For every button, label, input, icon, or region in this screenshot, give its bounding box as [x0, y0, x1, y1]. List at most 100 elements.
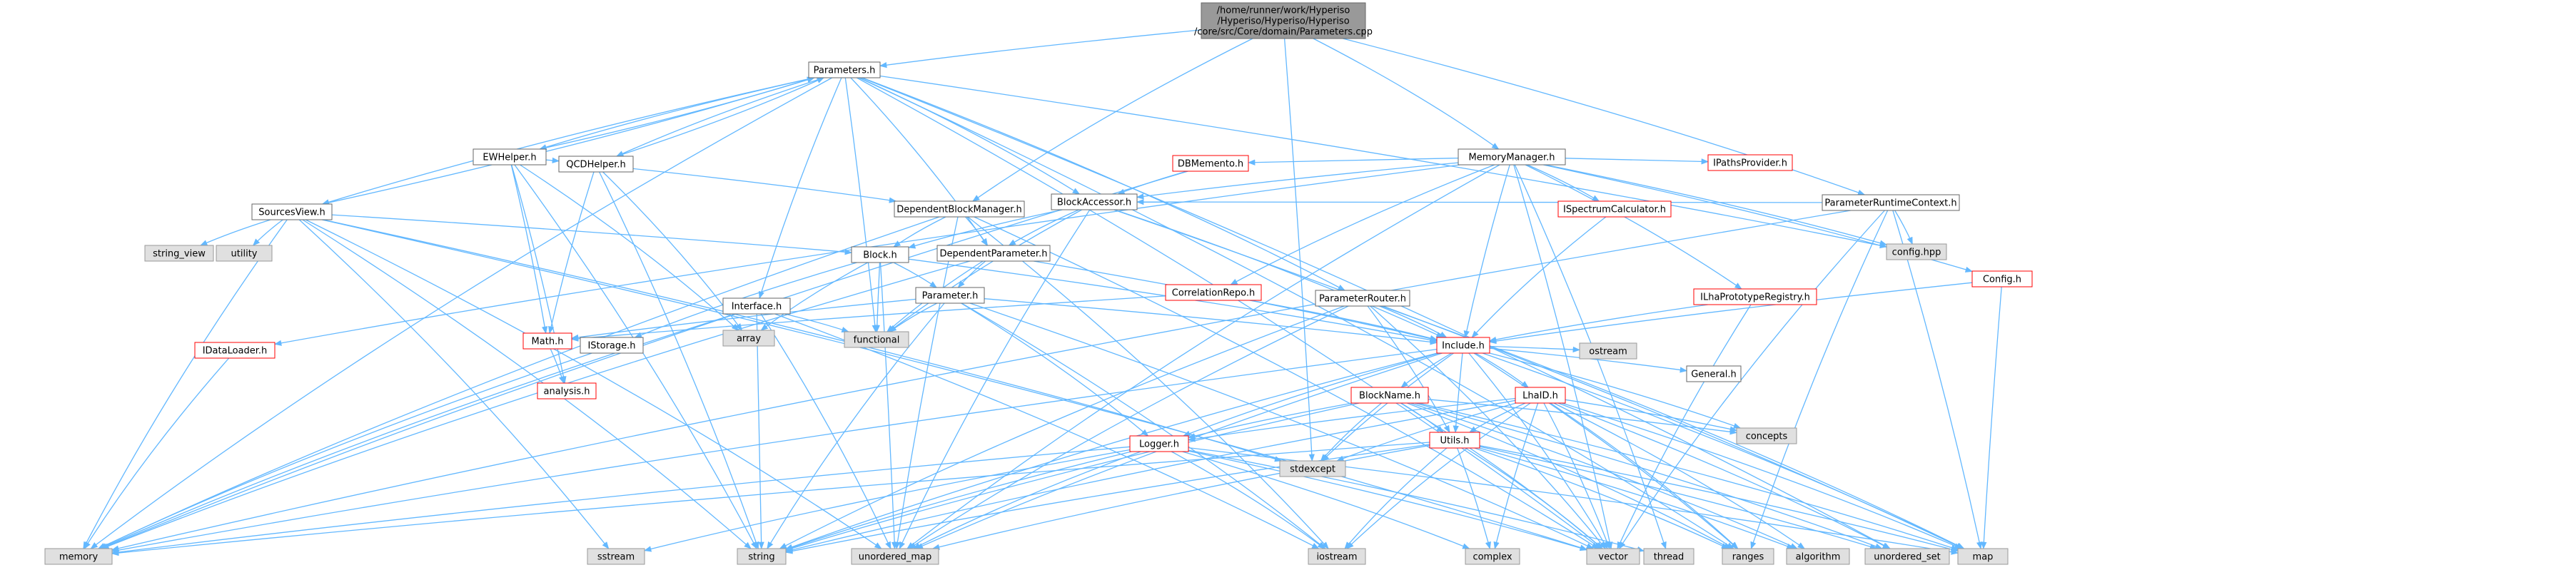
node-algorithm: algorithm: [1786, 548, 1850, 565]
node-sourcesview[interactable]: SourcesView.h: [251, 203, 333, 220]
node-blockname-label: BlockName.h: [1359, 391, 1420, 402]
node-stdexcept-box: [1279, 460, 1346, 477]
node-interface-label: Interface.h: [732, 302, 782, 312]
node-general[interactable]: General.h: [1686, 365, 1742, 382]
node-ispectrum-label: ISpectrumCalculator.h: [1563, 205, 1666, 215]
node-root[interactable]: /home/runner/work/Hyperiso/Hyperiso/Hype…: [1194, 2, 1373, 39]
edge-params_h-to-functional: [844, 77, 878, 333]
node-ewhelper[interactable]: EWHelper.h: [473, 148, 547, 166]
edge-lhaid-to-string: [784, 399, 1516, 553]
node-params_h[interactable]: Parameters.h: [808, 61, 881, 78]
node-memory-box: [44, 548, 113, 565]
edge-memmgr-to-ipathsprovider: [1565, 158, 1709, 165]
node-ewhelper-box: [473, 148, 547, 166]
edge-sourcesview-to-string: [302, 219, 752, 549]
node-analysis-label: analysis.h: [543, 387, 590, 397]
node-unordered_set-label: unordered_set: [1874, 552, 1940, 563]
node-ilhaproto[interactable]: ILhaPrototypeRegistry.h: [1693, 288, 1817, 305]
node-string: string: [737, 548, 787, 565]
edge-lhaid-to-algorithm: [1553, 402, 1805, 549]
node-root-label: /core/src/Core/domain/Parameters.cpp: [1194, 27, 1373, 38]
node-sstream: sstream: [587, 548, 645, 565]
node-map-box: [1957, 548, 2009, 565]
node-root-label: /Hyperiso/Hyperiso/Hyperiso: [1217, 16, 1349, 27]
edge-qcdhelper-to-depblockmgr: [632, 168, 897, 203]
node-ispectrum[interactable]: ISpectrumCalculator.h: [1557, 200, 1672, 218]
node-dbmemento-label: DBMemento.h: [1178, 159, 1243, 170]
node-string-box: [737, 548, 787, 565]
node-dbmemento[interactable]: DBMemento.h: [1172, 155, 1249, 172]
edge-logger-to-iostream: [1171, 451, 1325, 549]
node-istorage[interactable]: IStorage.h: [580, 337, 644, 354]
edge-depblockmgr-to-vector: [974, 216, 1600, 549]
edge-paramrouter-to-unordered_map: [909, 305, 1349, 549]
edge-lhaid-to-utils: [1469, 402, 1526, 433]
node-parameter[interactable]: Parameter.h: [915, 287, 985, 304]
node-lhaid-box: [1515, 387, 1566, 404]
node-paramrouter-box: [1315, 290, 1410, 307]
edge-paramrouter-to-include: [1379, 305, 1448, 338]
edge-ispectrum-to-include: [1471, 216, 1607, 338]
node-configh[interactable]: Config.h: [1971, 270, 2033, 287]
node-depparam[interactable]: DependentParameter.h: [936, 245, 1051, 262]
node-logger[interactable]: Logger.h: [1129, 435, 1189, 452]
node-unordered_map-label: unordered_map: [859, 552, 932, 563]
node-root-label: /home/runner/work/Hyperiso: [1217, 6, 1350, 16]
node-ilhaproto-box: [1693, 288, 1817, 305]
edge-include-to-ostream: [1489, 345, 1581, 353]
edge-include-to-stdexcept: [1321, 352, 1454, 462]
node-memmgr[interactable]: MemoryManager.h: [1458, 148, 1566, 166]
edge-blockaccessor-to-block: [908, 209, 1063, 249]
node-vector-label: vector: [1598, 552, 1628, 563]
node-block[interactable]: Block.h: [851, 246, 909, 263]
node-paramctx[interactable]: ParameterRuntimeContext.h: [1822, 194, 1960, 211]
edge-utils-to-map: [1479, 445, 1959, 552]
node-qcdhelper-box: [558, 156, 634, 173]
edge-include-to-memory: [111, 348, 1438, 554]
edge-paramctx-to-blockaccessor: [1136, 198, 1823, 205]
node-qcdhelper[interactable]: QCDHelper.h: [558, 156, 634, 173]
edge-parameter-to-vector: [969, 302, 1595, 549]
node-idataloader[interactable]: IDataLoader.h: [194, 342, 276, 359]
node-configpp: config.hpp: [1886, 243, 1947, 260]
node-sourcesview-box: [251, 203, 333, 220]
node-istorage-box: [580, 337, 644, 354]
edge-root-to-paramctx: [1343, 38, 1866, 195]
node-utils[interactable]: Utils.h: [1429, 432, 1480, 449]
node-ipathsprovider[interactable]: IPathsProvider.h: [1707, 154, 1793, 171]
edge-parameter-to-logger: [961, 302, 1149, 437]
node-ranges-box: [1722, 548, 1774, 565]
node-sourcesview-label: SourcesView.h: [258, 208, 325, 218]
node-lhaid[interactable]: LhaID.h: [1515, 387, 1566, 404]
edge-mathh-to-analysis: [550, 348, 565, 384]
node-blockname[interactable]: BlockName.h: [1350, 387, 1429, 404]
node-concepts-label: concepts: [1746, 432, 1788, 442]
node-paramrouter[interactable]: ParameterRouter.h: [1315, 290, 1410, 307]
node-interface[interactable]: Interface.h: [722, 297, 791, 315]
edge-interface-to-unordered_map: [760, 313, 892, 549]
edge-logger-to-vector: [1188, 450, 1587, 551]
edge-lhaid-to-map: [1562, 402, 1962, 549]
edge-blockname-to-stdexcept: [1320, 402, 1382, 462]
node-blockaccessor[interactable]: BlockAccessor.h: [1051, 193, 1138, 210]
node-analysis[interactable]: analysis.h: [537, 382, 597, 399]
node-concepts: concepts: [1736, 427, 1797, 444]
edge-root-to-params_h: [879, 29, 1202, 68]
edge-memmgr-to-vector: [1513, 164, 1613, 550]
node-correlationrepo[interactable]: CorrelationRepo.h: [1165, 284, 1262, 301]
node-string_view-label: string_view: [153, 249, 206, 260]
node-complex: complex: [1465, 548, 1520, 565]
edge-qcdhelper-to-mathh: [548, 171, 595, 335]
node-memory: memory: [44, 548, 113, 565]
node-ipathsprovider-label: IPathsProvider.h: [1713, 158, 1787, 169]
edge-root-to-memmgr: [1313, 38, 1500, 150]
edge-sourcesview-to-string_view: [200, 219, 271, 246]
node-ewhelper-label: EWHelper.h: [483, 153, 536, 163]
node-depblockmgr[interactable]: DependentBlockManager.h: [894, 200, 1025, 218]
node-mathh[interactable]: Math.h: [522, 332, 572, 350]
node-general-label: General.h: [1691, 370, 1737, 380]
edge-depblockmgr-to-block: [893, 216, 946, 248]
node-functional-box: [844, 331, 909, 348]
node-include[interactable]: Include.h: [1436, 337, 1490, 354]
node-utility-box: [216, 245, 273, 262]
